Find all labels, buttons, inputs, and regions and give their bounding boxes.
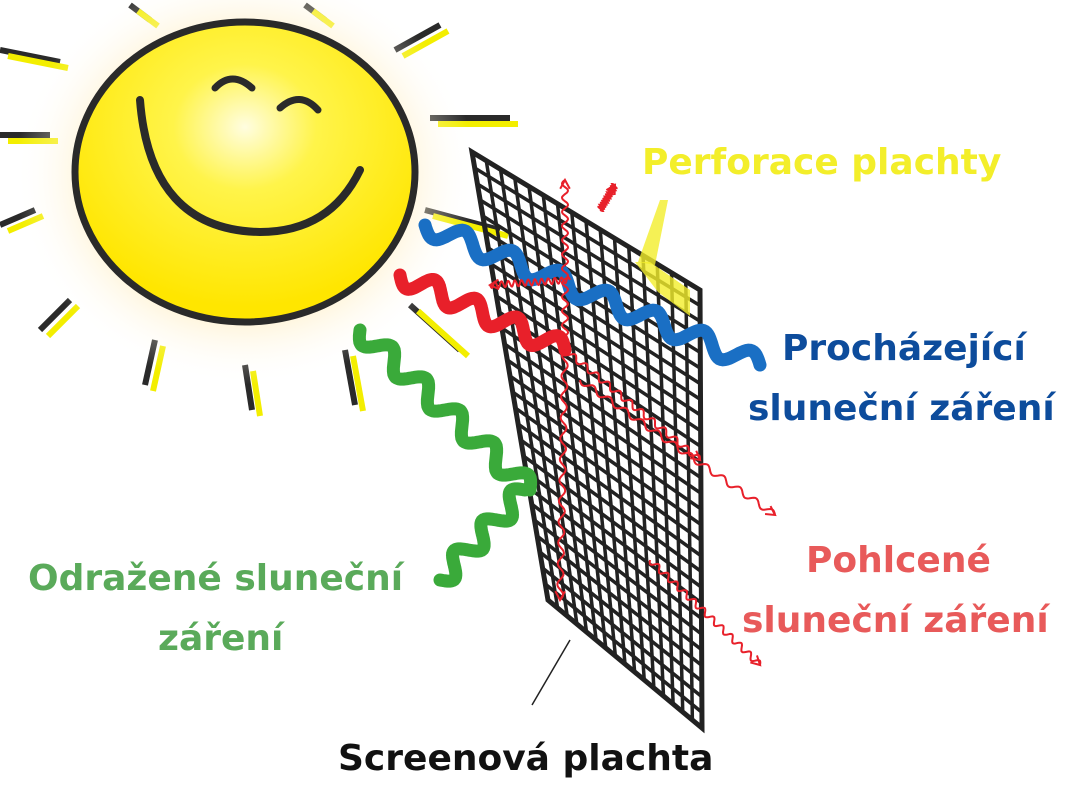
heat-arrow	[489, 275, 571, 290]
screen-frame	[468, 147, 705, 734]
sun-eye-right	[276, 96, 322, 114]
sun-smile	[136, 96, 364, 237]
mesh-horizontal-line	[514, 406, 703, 542]
absorbed-label-line1: Pohlcené	[806, 540, 991, 581]
transmitted-label-line1: Procházející	[782, 328, 1026, 369]
sun-ray	[0, 47, 61, 65]
heat-arrow	[564, 350, 701, 460]
absorbed-heat-arrows	[487, 177, 777, 667]
heat-arrow	[648, 559, 762, 666]
reflected-wave	[352, 323, 538, 588]
absorbed-wave	[393, 268, 572, 357]
heat-arrow	[579, 379, 776, 516]
heat-arrow	[556, 349, 569, 601]
perforation-label: Perforace plachty	[642, 142, 1002, 183]
heat-arrow-head	[764, 505, 777, 517]
mesh-horizontal-line	[541, 566, 703, 699]
heat-arrow-head	[487, 278, 500, 291]
sun-icon	[71, 18, 419, 326]
mesh-horizontal-line	[495, 294, 702, 433]
sun-ray-highlight	[350, 355, 366, 412]
transmitted-wave	[418, 218, 767, 372]
mesh-horizontal-line	[538, 550, 703, 683]
heat-arrow	[560, 179, 570, 351]
mesh-horizontal-line	[492, 278, 702, 417]
sun-eye-left	[211, 75, 256, 92]
reflected-label-line2: záření	[158, 618, 284, 659]
heat-arrow-head	[559, 177, 571, 190]
mesh-horizontal-line	[506, 358, 702, 495]
heat-arrow-head	[750, 655, 762, 667]
transmitted-label-line2: sluneční záření	[748, 388, 1055, 429]
reflected-label-line1: Odražené sluneční	[28, 558, 404, 599]
mesh-horizontal-line	[527, 486, 703, 620]
mesh-horizontal-line	[522, 454, 703, 589]
mesh-horizontal-line	[544, 582, 704, 714]
heat-arrow	[597, 183, 618, 212]
mesh-horizontal-line	[503, 342, 702, 480]
mesh-horizontal-line	[519, 438, 703, 573]
absorbed-label-line2: sluneční záření	[742, 600, 1049, 641]
sun-ray-highlight	[415, 308, 471, 359]
perforation-pointer	[638, 200, 668, 265]
screen-pointer-line	[531, 639, 571, 706]
perforation-highlight	[635, 262, 690, 316]
heat-arrow-head	[554, 590, 566, 603]
mesh-horizontal-line	[533, 518, 703, 652]
mesh-horizontal-line	[517, 422, 703, 558]
mesh-horizontal-line	[498, 310, 702, 448]
mesh-horizontal-line	[508, 374, 703, 511]
screen-label: Screenová plachta	[338, 738, 714, 779]
mesh-horizontal-line	[536, 534, 703, 667]
mesh-horizontal-line	[511, 390, 703, 527]
heat-arrow-head	[605, 183, 617, 196]
mesh-horizontal-line	[476, 182, 702, 323]
